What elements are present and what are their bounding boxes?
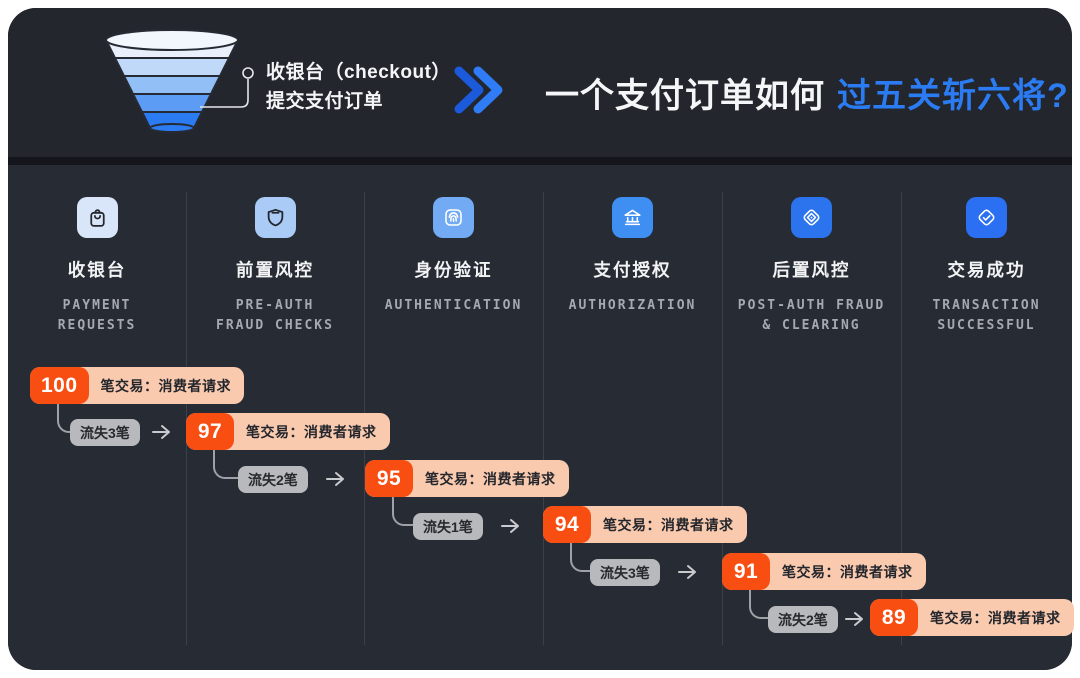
loss-connector bbox=[57, 404, 70, 433]
loss-pill: 流失2笔 bbox=[238, 466, 308, 493]
loss-pill: 流失3笔 bbox=[70, 419, 140, 446]
badge-count: 91 bbox=[722, 553, 770, 590]
stage-label-en: AUTHORIZATION bbox=[568, 298, 697, 313]
arrow-right-icon bbox=[501, 519, 519, 533]
loss-connector bbox=[749, 590, 768, 619]
loss-pill: 流失3笔 bbox=[590, 559, 660, 586]
stage-icon-box bbox=[791, 197, 832, 238]
stage-column-authentication: 身份验证 AUTHENTICATION bbox=[364, 197, 543, 316]
flow-badge-95: 95 笔交易：消费者请求 bbox=[365, 460, 569, 497]
stage-label-zh: 支付授权 bbox=[593, 260, 672, 280]
stage-icon-box bbox=[612, 197, 653, 238]
stage-icon-box bbox=[254, 197, 296, 238]
stage-label-en: POST-AUTH FRAUD & CLEARING bbox=[737, 298, 886, 333]
flow-badge-94: 94 笔交易：消费者请求 bbox=[543, 506, 747, 543]
stage-label-zh: 交易成功 bbox=[947, 260, 1026, 280]
shield-icon bbox=[267, 208, 283, 227]
shopping-bag-icon bbox=[89, 209, 105, 227]
stage-column-post-auth-fraud: 后置风控 POST-AUTH FRAUD & CLEARING bbox=[722, 197, 901, 336]
stage-label-zh: 身份验证 bbox=[414, 260, 493, 280]
badge-count: 97 bbox=[186, 413, 234, 450]
loss-connector bbox=[392, 497, 413, 526]
stage-label-en: PRE-AUTH FRAUD CHECKS bbox=[216, 298, 334, 333]
funnel-icon bbox=[104, 29, 240, 133]
stage-icon-box bbox=[76, 197, 118, 238]
badge-count: 95 bbox=[365, 460, 413, 497]
arrow-right-icon bbox=[845, 612, 863, 626]
bank-icon bbox=[624, 209, 641, 226]
arrow-right-icon bbox=[326, 472, 344, 486]
diamond-scan-icon bbox=[803, 209, 820, 226]
arrow-right-icon bbox=[152, 425, 170, 439]
badge-label: 笔交易：消费者请求 bbox=[100, 377, 232, 394]
page-title: 一个支付订单如何过五关斩六将? bbox=[545, 68, 1068, 117]
funnel-callout-connector bbox=[200, 67, 254, 108]
loss-pill: 流失1笔 bbox=[413, 513, 483, 540]
funnel-callout: 收银台（checkout） 提交支付订单 bbox=[266, 58, 451, 116]
flow-badge-91: 91 笔交易：消费者请求 bbox=[722, 553, 926, 590]
page-title-blue: 过五关斩六将? bbox=[837, 77, 1069, 115]
stage-column-authorization: 支付授权 AUTHORIZATION bbox=[543, 197, 722, 316]
arrow-right-icon bbox=[678, 565, 696, 579]
fingerprint-icon bbox=[445, 209, 462, 226]
badge-count: 89 bbox=[870, 599, 918, 636]
stage-label-zh: 后置风控 bbox=[772, 260, 851, 280]
badge-label: 笔交易：消费者请求 bbox=[246, 423, 377, 440]
stage-column-checkout: 收银台 PAYMENT REQUESTS bbox=[8, 197, 186, 336]
stage-label-en: PAYMENT REQUESTS bbox=[57, 298, 137, 333]
badge-label: 笔交易：消费者请求 bbox=[603, 516, 734, 533]
funnel-callout-line1: 收银台（checkout） bbox=[266, 62, 451, 83]
infographic-card bbox=[8, 8, 1072, 670]
badge-label: 笔交易：消费者请求 bbox=[425, 470, 556, 487]
loss-connector bbox=[213, 450, 238, 479]
loss-pill: 流失2笔 bbox=[768, 606, 838, 633]
stage-column-success: 交易成功 TRANSACTION SUCCESSFUL bbox=[901, 197, 1072, 336]
stage-icon-box bbox=[966, 197, 1007, 238]
badge-label: 笔交易：消费者请求 bbox=[930, 609, 1061, 626]
stage-column-pre-auth-fraud: 前置风控 PRE-AUTH FRAUD CHECKS bbox=[186, 197, 364, 336]
stage-label-en: TRANSACTION SUCCESSFUL bbox=[932, 298, 1041, 333]
stage-label-en: AUTHENTICATION bbox=[384, 298, 523, 313]
badge-label: 笔交易：消费者请求 bbox=[782, 563, 913, 580]
badge-count: 94 bbox=[543, 506, 591, 543]
column-divider bbox=[722, 192, 723, 645]
diamond-check-icon bbox=[978, 209, 995, 226]
loss-connector bbox=[570, 543, 590, 572]
double-chevron-icon bbox=[454, 66, 503, 114]
funnel-callout-line2: 提交支付订单 bbox=[266, 91, 384, 112]
stage-label-zh: 前置风控 bbox=[236, 260, 314, 280]
badge-count: 100 bbox=[30, 367, 89, 404]
stage-icon-box bbox=[433, 197, 474, 238]
page-title-white: 一个支付订单如何 bbox=[545, 77, 825, 115]
flow-badge-97: 97 笔交易：消费者请求 bbox=[186, 413, 390, 450]
column-divider bbox=[901, 192, 902, 645]
flow-badge-89: 89 笔交易：消费者请求 bbox=[870, 599, 1074, 636]
column-divider bbox=[543, 192, 544, 645]
stage-label-zh: 收银台 bbox=[67, 260, 127, 280]
flow-badge-100: 100 笔交易：消费者请求 bbox=[30, 367, 245, 404]
header-divider bbox=[8, 157, 1072, 165]
